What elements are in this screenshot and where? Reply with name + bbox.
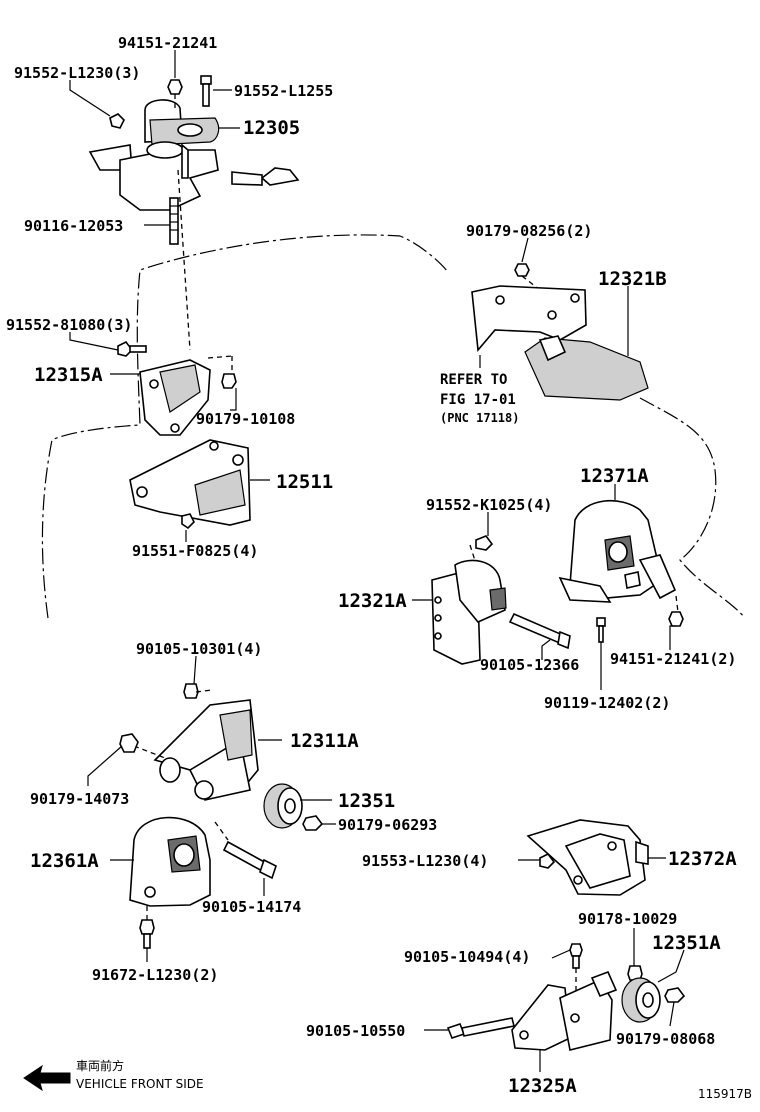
label-90179-14073: 90179-14073 bbox=[30, 790, 129, 808]
bolt-91552-L1255-icon bbox=[200, 75, 212, 107]
label-90179-08256-2: 90179-08256(2) bbox=[466, 222, 592, 240]
part-12311A bbox=[153, 699, 259, 801]
transmission-outline bbox=[639, 397, 746, 619]
dash-94151-21241 bbox=[675, 595, 679, 613]
label-90116-12053: 90116-12053 bbox=[24, 217, 123, 235]
label-90105-10494-4: 90105-10494(4) bbox=[404, 948, 530, 966]
leader-lines bbox=[69, 50, 685, 1072]
part-12371A bbox=[558, 499, 677, 603]
label-90119-12402-2: 90119-12402(2) bbox=[544, 694, 670, 712]
bolt-90105-14174-icon bbox=[222, 840, 277, 880]
label-12325A: 12325A bbox=[508, 1075, 577, 1097]
dash-12305-to-12315A bbox=[177, 169, 191, 351]
label-12351: 12351 bbox=[338, 790, 395, 812]
engine-outline bbox=[41, 234, 449, 619]
nut-90179-08068-icon bbox=[664, 987, 686, 1003]
bolt-91672-L1230-icon bbox=[139, 919, 155, 949]
label-91552-L1230-3: 91552-L1230(3) bbox=[14, 64, 140, 82]
label-91553-L1230-4: 91553-L1230(4) bbox=[362, 852, 488, 870]
label-90178-10029: 90178-10029 bbox=[578, 910, 677, 928]
part-12351A bbox=[621, 977, 661, 1023]
stud-90116-12053-icon bbox=[169, 197, 179, 245]
dash-90179-14073 bbox=[133, 745, 166, 759]
label-refer-to: REFER TO bbox=[440, 372, 507, 388]
label-12315A: 12315A bbox=[34, 364, 103, 386]
label-94151-21241-2: 94151-21241(2) bbox=[610, 650, 736, 668]
bolt-90105-10494-icon bbox=[569, 943, 583, 969]
label-12351A: 12351A bbox=[652, 932, 721, 954]
label-91551-F0825-4: 91551-F0825(4) bbox=[132, 542, 258, 560]
part-12305-assembly bbox=[88, 99, 300, 211]
bolt-91552-81080-icon bbox=[117, 340, 147, 357]
bolt-90105-12366-icon bbox=[508, 612, 571, 650]
label-91552-81080-3: 91552-81080(3) bbox=[6, 316, 132, 334]
label-12371A: 12371A bbox=[580, 465, 649, 487]
part-12325A bbox=[511, 970, 618, 1051]
part-12511 bbox=[129, 439, 251, 526]
dash-90105-14174 bbox=[214, 821, 229, 841]
bolt-91553-L1230-icon bbox=[539, 852, 556, 869]
nut-90179-14073-icon bbox=[119, 733, 139, 753]
label-90105-12366: 90105-12366 bbox=[480, 656, 579, 674]
label-90105-14174: 90105-14174 bbox=[202, 898, 301, 916]
label-91552-K1025-4: 91552-K1025(4) bbox=[426, 496, 552, 514]
bolt-91552-L1230-icon bbox=[109, 113, 125, 129]
label-12372A: 12372A bbox=[668, 848, 737, 870]
dash-90179-10108 bbox=[207, 355, 233, 359]
labels: 94151-21241 91552-L1230(3) 91552-L1255 1… bbox=[6, 34, 737, 1097]
part-12361A bbox=[129, 816, 211, 907]
label-94151-21241: 94151-21241 bbox=[118, 34, 217, 52]
label-12311A: 12311A bbox=[290, 730, 359, 752]
label-90179-06293: 90179-06293 bbox=[338, 816, 437, 834]
nut-90179-06293-icon bbox=[302, 815, 324, 831]
label-12321B: 12321B bbox=[598, 268, 667, 290]
nut-94151-21241-icon bbox=[167, 79, 183, 110]
vehicle-front-arrow-icon bbox=[23, 1064, 71, 1092]
part-12321A bbox=[431, 559, 507, 665]
label-12305: 12305 bbox=[243, 117, 300, 139]
label-90105-10550: 90105-10550 bbox=[306, 1022, 405, 1040]
bolt-91552-K1025-icon bbox=[475, 535, 494, 551]
bolt-90119-12402-icon bbox=[596, 617, 606, 643]
part-12351 bbox=[263, 783, 303, 829]
illustration-id: 115917B bbox=[698, 1087, 752, 1101]
label-12321A: 12321A bbox=[338, 590, 407, 612]
label-refer-pnc: (PNC 17118) bbox=[440, 411, 519, 425]
label-90105-10301-4: 90105-10301(4) bbox=[136, 640, 262, 658]
label-90179-08068: 90179-08068 bbox=[616, 1030, 715, 1048]
label-91672-L1230-2: 91672-L1230(2) bbox=[92, 966, 218, 984]
part-12321B bbox=[471, 285, 649, 401]
nut-90179-10108-icon bbox=[221, 373, 237, 389]
label-12511: 12511 bbox=[276, 471, 333, 493]
part-12315A bbox=[139, 359, 211, 436]
nut-94151-21241-2-icon bbox=[668, 611, 684, 627]
label-12361A: 12361A bbox=[30, 850, 99, 872]
part-12372A bbox=[526, 819, 649, 896]
label-refer-fig: FIG 17-01 bbox=[440, 392, 516, 408]
label-front-jp: 車両前方 bbox=[76, 1058, 124, 1073]
label-91552-L1255: 91552-L1255 bbox=[234, 82, 333, 100]
label-front-en: VEHICLE FRONT SIDE bbox=[76, 1077, 204, 1091]
bolt-91551-F0825-icon bbox=[181, 513, 195, 530]
label-90179-10108: 90179-10108 bbox=[196, 410, 295, 428]
bolt-90105-10550-icon bbox=[446, 1017, 515, 1039]
bolt-90105-10301-icon bbox=[183, 683, 213, 699]
